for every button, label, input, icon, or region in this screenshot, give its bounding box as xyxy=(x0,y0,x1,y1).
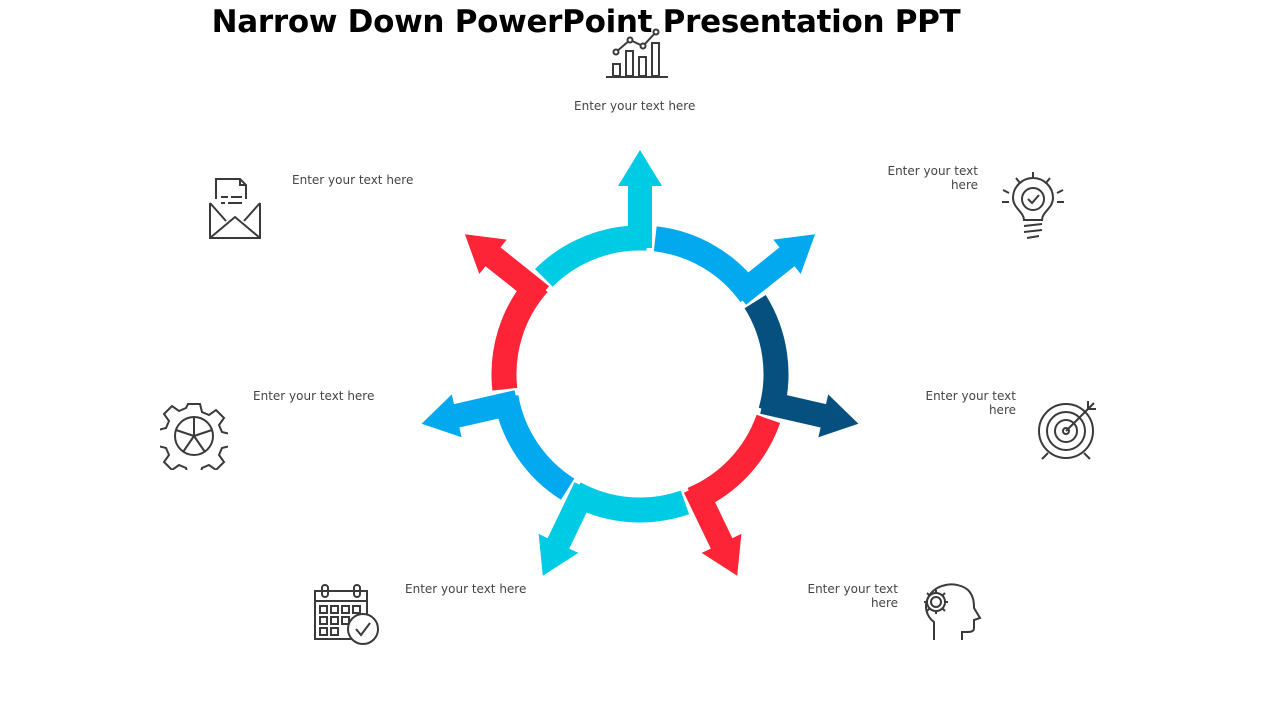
arrow-head xyxy=(760,390,859,438)
head-gear-icon xyxy=(916,580,982,646)
label-top-left: Enter your text here xyxy=(292,173,414,187)
arrow-head xyxy=(618,150,662,248)
target-icon xyxy=(1036,397,1100,467)
arrow-segment-6 xyxy=(421,390,575,500)
arrow-head xyxy=(683,482,742,576)
arrow-segment-2 xyxy=(653,226,816,305)
label-right: Enter your text here xyxy=(925,389,1016,417)
bar-chart-icon xyxy=(604,26,670,84)
page-title: Narrow Down PowerPoint Presentation PPT xyxy=(211,4,961,40)
arrow-segment-3 xyxy=(744,294,859,438)
label-bottom-right: Enter your text here xyxy=(807,582,898,610)
label-top-right: Enter your text here xyxy=(887,164,978,192)
label-top: Enter your text here xyxy=(574,99,696,113)
arrow-segment-5 xyxy=(538,482,690,576)
arrow-segment-7 xyxy=(464,234,549,391)
gear-pie-icon xyxy=(157,402,231,477)
arrow-head xyxy=(464,234,549,305)
label-bottom-left: Enter your text here xyxy=(405,582,527,596)
arrow-segment-4 xyxy=(683,414,781,576)
arrow-head xyxy=(731,234,816,305)
calendar-check-icon xyxy=(312,583,382,651)
arrow-segment-1 xyxy=(534,150,662,287)
lightbulb-check-icon xyxy=(1000,170,1066,246)
envelope-letter-icon xyxy=(208,177,262,245)
label-left: Enter your text here xyxy=(253,389,375,403)
arrow-head xyxy=(421,390,520,438)
arrow-head xyxy=(538,482,597,576)
